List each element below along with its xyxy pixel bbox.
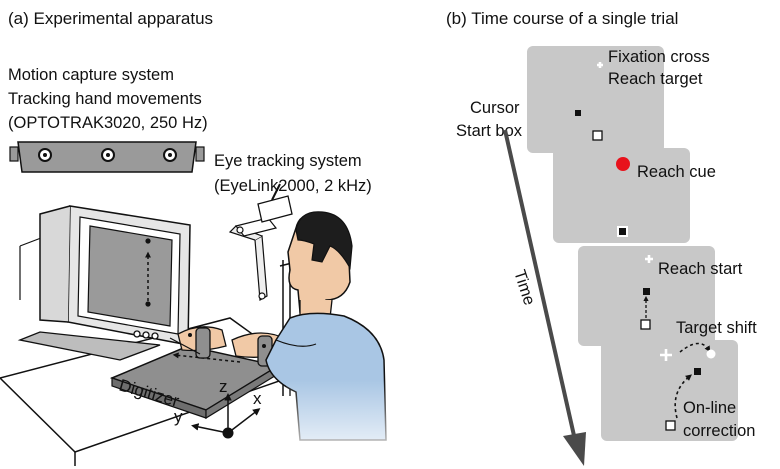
trial-screen-2 xyxy=(553,148,690,243)
svg-text:Eye tracking system: Eye tracking system xyxy=(214,152,362,170)
online-correction-label-1: On-line xyxy=(683,399,736,417)
time-label: Time xyxy=(510,268,538,308)
panel-a-title: (a) Experimental apparatus xyxy=(8,9,213,28)
trial-screen-4 xyxy=(601,340,738,441)
eye-tracking-label: Eye tracking system (EyeLink2000, 2 kHz) xyxy=(214,152,372,195)
trial-screen-1 xyxy=(527,46,664,153)
axis-y-label: y xyxy=(174,407,183,426)
svg-text:(EyeLink2000, 2 kHz): (EyeLink2000, 2 kHz) xyxy=(214,177,372,195)
panel-b-title: (b) Time course of a single trial xyxy=(446,9,678,28)
axis-x-label: x xyxy=(253,389,262,408)
cursor-label: Cursor xyxy=(470,99,520,117)
reach-target-label: Reach target xyxy=(608,70,703,88)
reach-start-label: Reach start xyxy=(658,260,743,278)
motion-capture-label: Motion capture system Tracking hand move… xyxy=(8,66,208,132)
reach-cue-dot xyxy=(616,157,630,171)
axis-z-label: z xyxy=(219,377,228,396)
svg-text:Motion capture system: Motion capture system xyxy=(8,66,174,84)
fixation-cross-label: Fixation cross xyxy=(608,48,710,66)
shifted-target-dot xyxy=(706,349,716,359)
participant-figure xyxy=(265,211,390,469)
panel-a: (a) Experimental apparatus Motion captur… xyxy=(0,9,390,469)
monitor-icon xyxy=(17,205,191,361)
optotrak-bar-icon xyxy=(9,141,205,173)
start-box-label: Start box xyxy=(456,122,523,140)
panel-b: (b) Time course of a single trial xyxy=(446,9,757,466)
trial-screen-3 xyxy=(578,246,715,346)
target-shift-label: Target shift xyxy=(676,319,757,337)
reach-cue-label: Reach cue xyxy=(637,163,716,181)
svg-text:(OPTOTRAK3020, 250 Hz): (OPTOTRAK3020, 250 Hz) xyxy=(8,114,208,132)
online-correction-label-2: correction xyxy=(683,422,755,440)
svg-text:Tracking hand movements: Tracking hand movements xyxy=(8,90,202,108)
coordinate-axes: z x y xyxy=(174,377,262,439)
time-arrow xyxy=(503,129,586,466)
